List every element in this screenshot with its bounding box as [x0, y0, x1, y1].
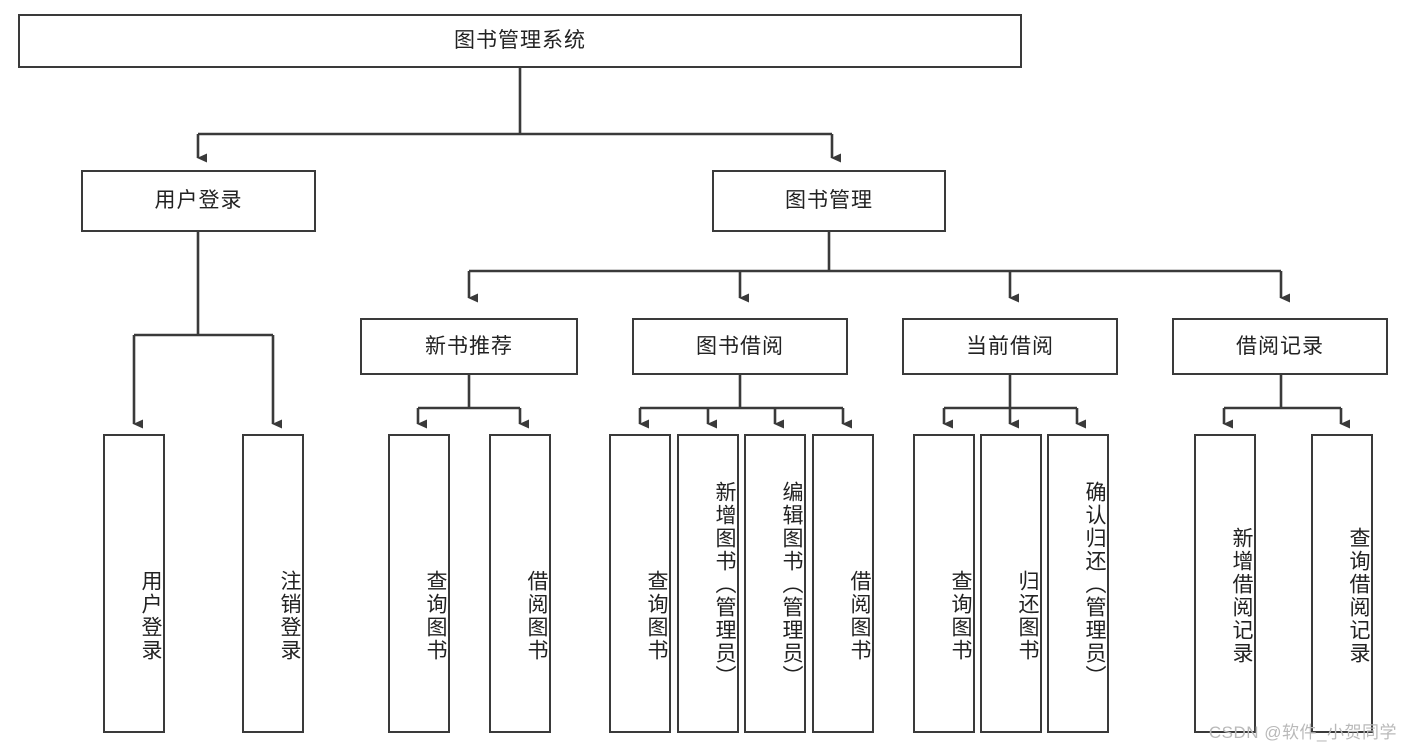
- node-borrow-record-label: 借阅记录: [1236, 334, 1324, 358]
- node-leaf-logout-login-label: 注销登录: [278, 569, 301, 662]
- node-book-manage[interactable]: 图书管理: [712, 170, 946, 232]
- node-new-book-recommend-label: 新书推荐: [425, 334, 513, 358]
- node-leaf-borrow-book-1-label: 借阅图书: [525, 569, 548, 662]
- node-user-login[interactable]: 用户登录: [81, 170, 316, 232]
- node-book-borrow[interactable]: 图书借阅: [632, 318, 848, 375]
- node-leaf-query-book-1[interactable]: 查询图书: [388, 434, 450, 733]
- node-leaf-query-record[interactable]: 查询借阅记录: [1311, 434, 1373, 733]
- node-leaf-query-record-label: 查询借阅记录: [1347, 526, 1370, 665]
- node-leaf-add-record-label: 新增借阅记录: [1230, 526, 1253, 665]
- node-leaf-user-login[interactable]: 用户登录: [103, 434, 165, 733]
- node-borrow-record[interactable]: 借阅记录: [1172, 318, 1388, 375]
- node-leaf-confirm-return-label: 确认归还（管理员）: [1083, 481, 1106, 688]
- node-leaf-query-book-2-label: 查询图书: [645, 569, 668, 662]
- node-root-label: 图书管理系统: [454, 29, 586, 53]
- node-leaf-query-book-3-label: 查询图书: [949, 569, 972, 662]
- node-current-borrow-label: 当前借阅: [966, 334, 1054, 358]
- node-current-borrow[interactable]: 当前借阅: [902, 318, 1118, 375]
- node-leaf-add-record[interactable]: 新增借阅记录: [1194, 434, 1256, 733]
- node-leaf-user-login-label: 用户登录: [139, 569, 162, 662]
- csdn-watermark: CSDN @软件_小贺同学: [1208, 723, 1397, 742]
- node-book-borrow-label: 图书借阅: [696, 334, 784, 358]
- node-leaf-borrow-book-2-label: 借阅图书: [848, 569, 871, 662]
- node-leaf-return-book-label: 归还图书: [1016, 569, 1039, 662]
- node-new-book-recommend[interactable]: 新书推荐: [360, 318, 578, 375]
- node-leaf-add-book[interactable]: 新增图书（管理员）: [677, 434, 739, 733]
- node-leaf-confirm-return[interactable]: 确认归还（管理员）: [1047, 434, 1109, 733]
- node-root[interactable]: 图书管理系统: [18, 14, 1022, 68]
- node-leaf-query-book-2[interactable]: 查询图书: [609, 434, 671, 733]
- node-leaf-borrow-book-2[interactable]: 借阅图书: [812, 434, 874, 733]
- node-leaf-add-book-label: 新增图书（管理员）: [713, 481, 736, 688]
- node-book-manage-label: 图书管理: [785, 189, 873, 213]
- node-leaf-query-book-1-label: 查询图书: [424, 569, 447, 662]
- node-leaf-query-book-3[interactable]: 查询图书: [913, 434, 975, 733]
- node-leaf-borrow-book-1[interactable]: 借阅图书: [489, 434, 551, 733]
- node-leaf-logout-login[interactable]: 注销登录: [242, 434, 304, 733]
- node-leaf-edit-book[interactable]: 编辑图书（管理员）: [744, 434, 806, 733]
- node-leaf-edit-book-label: 编辑图书（管理员）: [780, 481, 803, 688]
- node-user-login-label: 用户登录: [154, 189, 243, 213]
- node-leaf-return-book[interactable]: 归还图书: [980, 434, 1042, 733]
